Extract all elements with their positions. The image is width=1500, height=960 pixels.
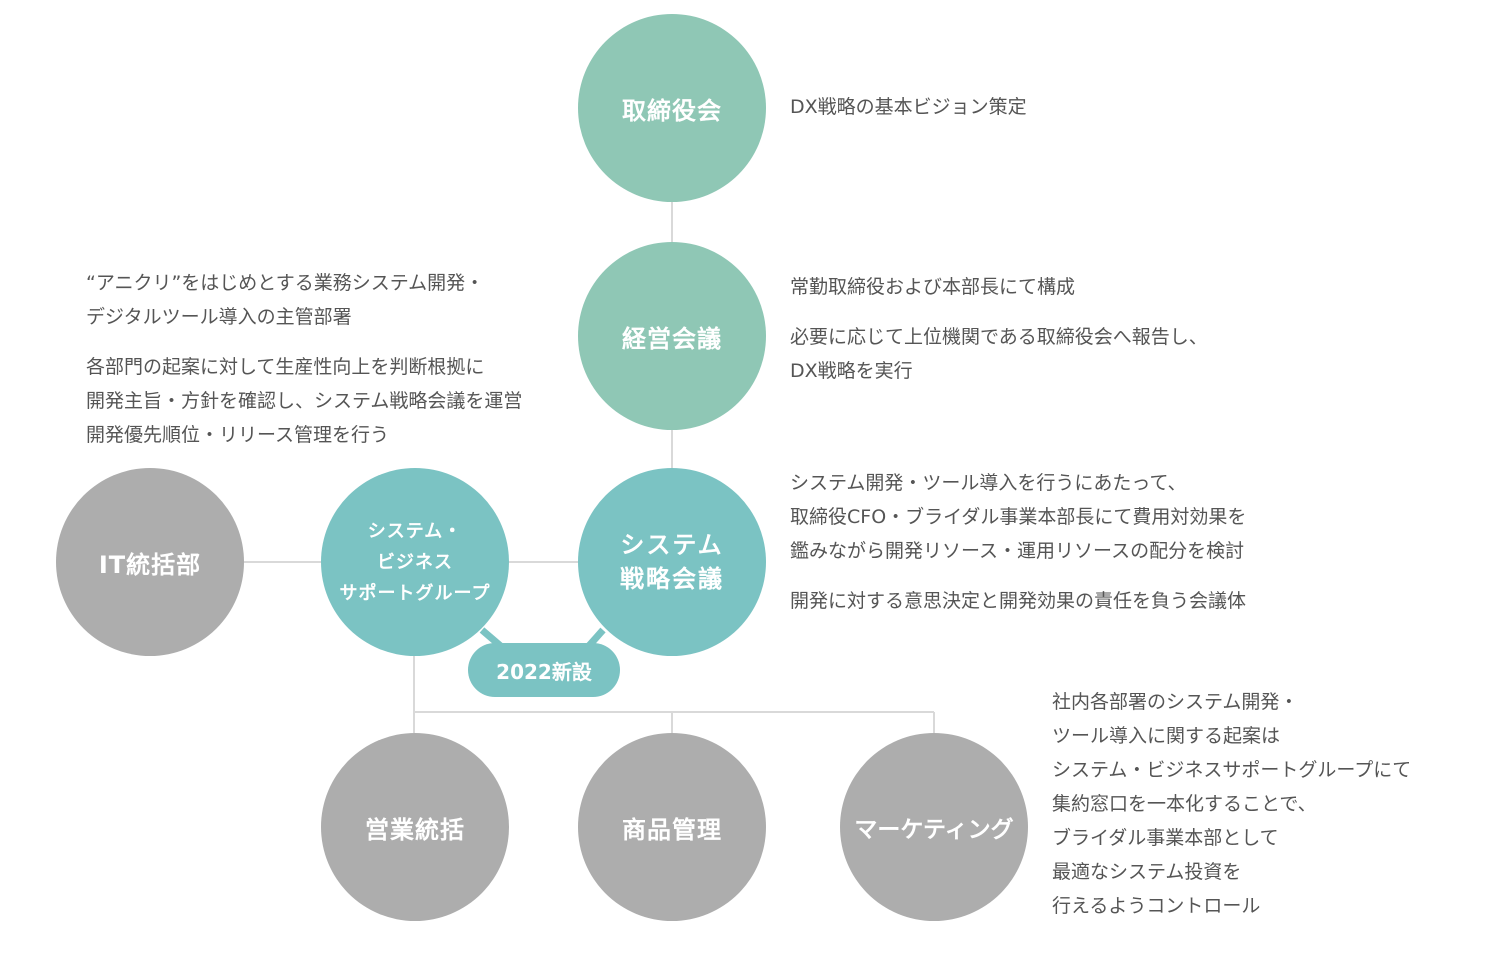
support-description-line: 開発優先順位・リリース管理を行う — [86, 424, 390, 446]
support-description-line: デジタルツール導入の主管部署 — [86, 306, 352, 328]
sales-division-node: 営業統括 — [321, 733, 509, 921]
strategy-description-para: システム開発・ツール導入を行うにあたって、 取締役CFO・ブライダル事業本部長に… — [790, 466, 1246, 568]
merchandise-label: 商品管理 — [622, 815, 722, 844]
management-meeting-node: 経営会議 — [578, 242, 766, 430]
board-description: DX戦略の基本ビジョン策定 — [790, 90, 1027, 124]
system-strategy-meeting-label-line2: 戦略会議 — [620, 565, 724, 593]
new-badge: 2022新設 — [468, 643, 620, 697]
support-description-line: “アニクリ”をはじめとする業務システム開発・ — [86, 272, 485, 294]
support-group-node: システム・ ビジネス サポートグループ — [321, 468, 509, 656]
system-strategy-description: システム開発・ツール導入を行うにあたって、 取締役CFO・ブライダル事業本部長に… — [790, 466, 1246, 618]
sales-division-label: 営業統括 — [365, 815, 465, 844]
board-description-para: DX戦略の基本ビジョン策定 — [790, 90, 1027, 124]
merchandise-node: 商品管理 — [578, 733, 766, 921]
strategy-description-line: 取締役CFO・ブライダル事業本部長にて費用対効果を — [790, 506, 1247, 528]
management-meeting-description: 常勤取締役および本部長にて構成 必要に応じて上位機関である取締役会へ報告し、 D… — [790, 270, 1208, 388]
support-group-label-line2: ビジネス — [377, 551, 453, 573]
board-node: 取締役会 — [578, 14, 766, 202]
support-description-para: 各部門の起案に対して生産性向上を判断根拠に 開発主旨・方針を確認し、システム戦略… — [86, 350, 522, 452]
management-description-line: DX戦略を実行 — [790, 360, 913, 382]
board-label: 取締役会 — [622, 96, 722, 125]
departments-description-line: 集約窓口を一本化することで、 — [1052, 793, 1317, 815]
strategy-description-line: 開発に対する意思決定と開発効果の責任を負う会議体 — [790, 590, 1247, 612]
support-description-line: 開発主旨・方針を確認し、システム戦略会議を運営 — [86, 390, 523, 412]
system-strategy-meeting-label-line1: システム — [620, 531, 724, 559]
management-description-para: 常勤取締役および本部長にて構成 — [790, 270, 1208, 304]
support-group-label-line1: システム・ — [367, 520, 463, 542]
marketing-label: マーケティング — [854, 817, 1014, 843]
support-description-para: “アニクリ”をはじめとする業務システム開発・ デジタルツール導入の主管部署 — [86, 266, 522, 334]
management-meeting-label: 経営会議 — [622, 324, 722, 353]
departments-description-line: システム・ビジネスサポートグループにて — [1052, 759, 1412, 781]
departments-description-line: 社内各部署のシステム開発・ — [1052, 691, 1299, 713]
board-description-line: DX戦略の基本ビジョン策定 — [790, 96, 1027, 118]
marketing-node: マーケティング — [840, 733, 1028, 921]
departments-description-line: ブライダル事業本部として — [1052, 827, 1279, 849]
it-division-label: IT統括部 — [98, 550, 202, 579]
new-badge-label: 2022新設 — [496, 659, 592, 684]
management-description-line: 常勤取締役および本部長にて構成 — [790, 276, 1076, 298]
strategy-description-line: 鑑みながら開発リソース・運用リソースの配分を検討 — [790, 540, 1245, 562]
departments-description-para: 社内各部署のシステム開発・ ツール導入に関する起案は システム・ビジネスサポート… — [1052, 685, 1411, 923]
support-group-label-line3: サポートグループ — [339, 582, 491, 604]
departments-description-line: 最適なシステム投資を — [1052, 861, 1242, 883]
support-description-line: 各部門の起案に対して生産性向上を判断根拠に — [86, 356, 485, 378]
strategy-description-line: システム開発・ツール導入を行うにあたって、 — [790, 472, 1187, 494]
departments-description: 社内各部署のシステム開発・ ツール導入に関する起案は システム・ビジネスサポート… — [1052, 685, 1411, 923]
departments-description-line: ツール導入に関する起案は — [1052, 725, 1281, 747]
support-group-description: “アニクリ”をはじめとする業務システム開発・ デジタルツール導入の主管部署 各部… — [86, 266, 522, 452]
system-strategy-meeting-node: システム 戦略会議 — [578, 468, 766, 656]
strategy-description-para: 開発に対する意思決定と開発効果の責任を負う会議体 — [790, 584, 1246, 618]
it-division-node: IT統括部 — [56, 468, 244, 656]
management-description-para: 必要に応じて上位機関である取締役会へ報告し、 DX戦略を実行 — [790, 320, 1208, 388]
departments-description-line: 行えるようコントロール — [1052, 895, 1261, 917]
management-description-line: 必要に応じて上位機関である取締役会へ報告し、 — [790, 326, 1208, 348]
